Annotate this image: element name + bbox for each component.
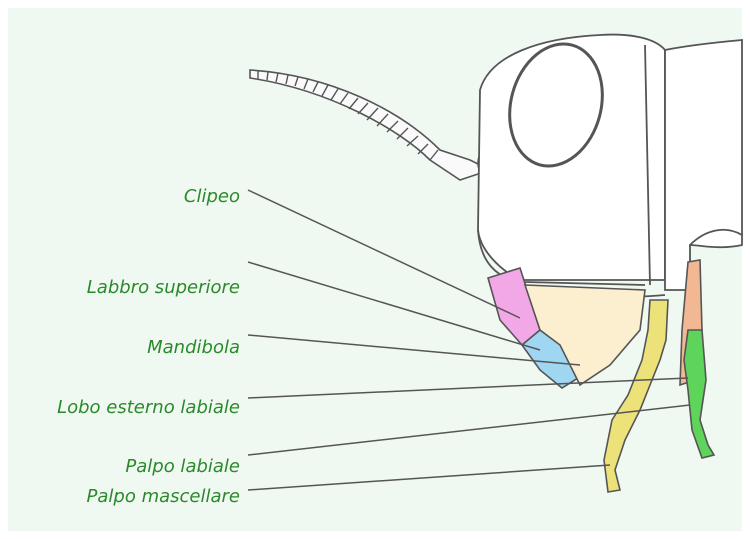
antenna xyxy=(250,70,506,180)
head-capsule xyxy=(478,33,742,297)
leader-line-lobo-esterno-labiale xyxy=(248,378,688,398)
label-palpo-labiale: Palpo labiale xyxy=(125,456,240,478)
label-palpo-mascellare: Palpo mascellare xyxy=(87,486,240,508)
leader-line-palpo-mascellare xyxy=(248,465,610,490)
palpo-labiale-region xyxy=(684,330,714,458)
label-labbro-superiore: Labbro superiore xyxy=(87,277,240,299)
label-clipeo: Clipeo xyxy=(184,186,240,208)
label-mandibola: Mandibola xyxy=(147,337,240,359)
label-lobo-esterno-labiale: Lobo esterno labiale xyxy=(57,397,240,419)
